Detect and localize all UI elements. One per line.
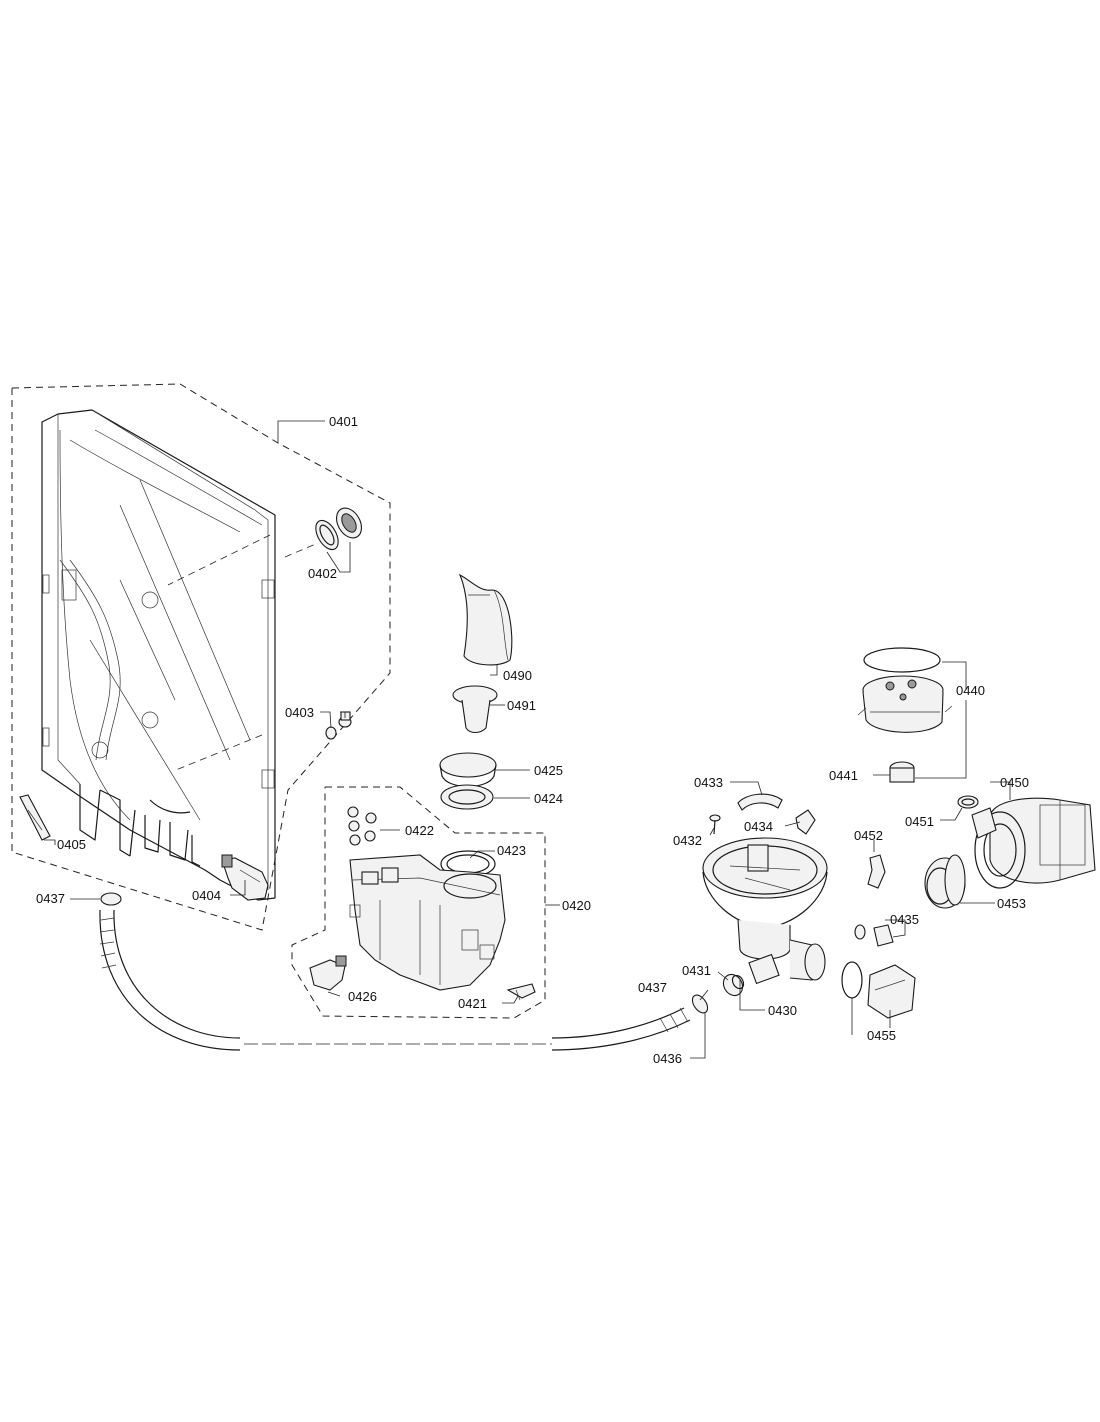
part-label-0401[interactable]: 0401 bbox=[329, 414, 358, 429]
part-label-0451[interactable]: 0451 bbox=[905, 814, 934, 829]
part-label-0433[interactable]: 0433 bbox=[694, 775, 723, 790]
clip-part-0421 bbox=[506, 983, 536, 1001]
part-label-0452[interactable]: 0452 bbox=[854, 828, 883, 843]
part-label-0437-right[interactable]: 0437 bbox=[638, 980, 667, 995]
clip-part-0434 bbox=[795, 809, 816, 835]
seal-part-0453 bbox=[924, 854, 966, 909]
valve-part-0404 bbox=[221, 854, 269, 901]
side-panel-0401 bbox=[41, 409, 276, 901]
heater-part-0440 bbox=[857, 647, 953, 733]
part-label-0441[interactable]: 0441 bbox=[829, 768, 858, 783]
part-label-0403[interactable]: 0403 bbox=[285, 705, 314, 720]
part-label-0425[interactable]: 0425 bbox=[534, 763, 563, 778]
part-label-0402[interactable]: 0402 bbox=[308, 566, 337, 581]
lid-part-0425 bbox=[439, 752, 497, 787]
part-labels: 0401 0402 0403 0404 0405 0420 0421 0422 … bbox=[36, 414, 1029, 1066]
connector-part-0452 bbox=[867, 854, 886, 889]
seal-part-0433 bbox=[737, 793, 783, 811]
part-label-0436[interactable]: 0436 bbox=[653, 1051, 682, 1066]
part-label-0440[interactable]: 0440 bbox=[956, 683, 985, 698]
part-label-0490[interactable]: 0490 bbox=[503, 668, 532, 683]
clip-part-0405 bbox=[19, 794, 51, 841]
leader-lines bbox=[44, 420, 1011, 1059]
heater-pump-0455 bbox=[841, 961, 916, 1019]
screw-part-0432 bbox=[709, 814, 721, 835]
part-label-0434[interactable]: 0434 bbox=[744, 819, 773, 834]
part-label-0424[interactable]: 0424 bbox=[534, 791, 563, 806]
group-outline-0420 bbox=[291, 786, 546, 1019]
part-label-0423[interactable]: 0423 bbox=[497, 843, 526, 858]
water-softener-0420 bbox=[349, 854, 506, 991]
part-label-0421[interactable]: 0421 bbox=[458, 996, 487, 1011]
group-outline-0401 bbox=[11, 383, 391, 931]
sensor-part-0426 bbox=[309, 955, 347, 991]
pump-motor-0450 bbox=[971, 797, 1096, 889]
nozzle-part-0490 bbox=[458, 573, 513, 666]
clip-part-0451 bbox=[957, 795, 979, 809]
part-label-0426[interactable]: 0426 bbox=[348, 989, 377, 1004]
part-label-0491[interactable]: 0491 bbox=[507, 698, 536, 713]
fitting-part-0403 bbox=[325, 711, 352, 740]
part-label-0431[interactable]: 0431 bbox=[682, 963, 711, 978]
pump-part-0441 bbox=[889, 761, 915, 783]
sump-part-0430 bbox=[702, 837, 828, 985]
fitting-part-0431 bbox=[722, 973, 745, 997]
washer-set-0422 bbox=[347, 806, 377, 846]
part-label-0455[interactable]: 0455 bbox=[867, 1028, 896, 1043]
part-label-0453[interactable]: 0453 bbox=[997, 896, 1026, 911]
seal-part-0424 bbox=[440, 784, 494, 810]
part-label-0404[interactable]: 0404 bbox=[192, 888, 221, 903]
part-label-0435[interactable]: 0435 bbox=[890, 912, 919, 927]
drain-hose-0436 bbox=[99, 892, 709, 1051]
part-label-0420[interactable]: 0420 bbox=[562, 898, 591, 913]
part-label-0405[interactable]: 0405 bbox=[57, 837, 86, 852]
part-label-0450[interactable]: 0450 bbox=[1000, 775, 1029, 790]
part-label-0437-left[interactable]: 0437 bbox=[36, 891, 65, 906]
ring-part-0402 bbox=[284, 507, 362, 558]
cap-part-0491 bbox=[452, 685, 498, 734]
part-label-0422[interactable]: 0422 bbox=[405, 823, 434, 838]
part-label-0432[interactable]: 0432 bbox=[673, 833, 702, 848]
part-label-0430[interactable]: 0430 bbox=[768, 1003, 797, 1018]
sensor-part-0435 bbox=[854, 924, 894, 947]
